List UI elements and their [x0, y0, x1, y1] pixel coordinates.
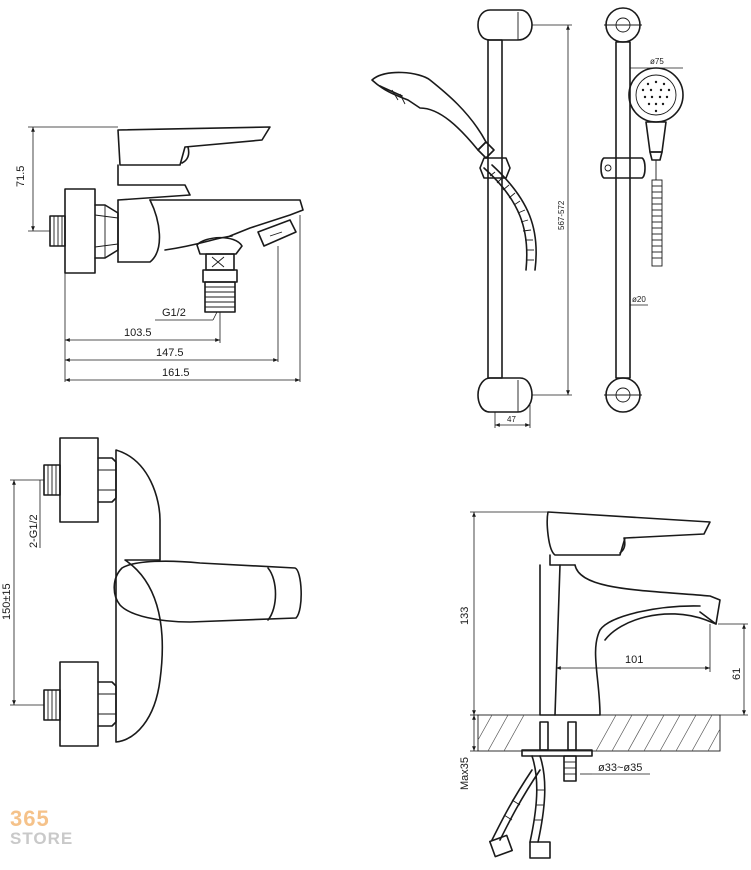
- bath-thread-label: G1/2: [162, 307, 186, 319]
- shower-rail-front-view: ø75 ø20: [600, 7, 684, 413]
- rail-diameter-label: ø20: [632, 295, 646, 304]
- basin-height-label: 133: [459, 607, 471, 625]
- basin-reach-label: 101: [625, 654, 643, 666]
- store-logo: 365 STORE: [10, 806, 100, 849]
- bath-length-1: 103.5: [124, 327, 152, 339]
- bath-mixer-side-view: 71.5 G1/2 103.5 147.5 161.5: [15, 126, 304, 382]
- logo-number: 365: [10, 806, 50, 831]
- basin-mixer-side-view: 133 Max35 101 61 ø33~ø35: [459, 511, 748, 859]
- front-thread-label: 2-G1/2: [28, 514, 40, 548]
- centres-label: 150±15: [1, 583, 13, 620]
- bath-mixer-front-view: 150±15 2-G1/2: [1, 437, 302, 747]
- bath-length-2: 147.5: [156, 347, 184, 359]
- basin-hole-label: ø33~ø35: [598, 762, 642, 774]
- bath-length-3: 161.5: [162, 367, 190, 379]
- bath-height-label: 71.5: [15, 166, 27, 187]
- rail-length-label: 567-572: [557, 200, 566, 230]
- rail-depth-label: 47: [507, 415, 516, 424]
- shower-rail-side-view: 567-572 47: [371, 9, 572, 428]
- basin-spout-height-label: 61: [731, 668, 743, 680]
- logo-text: STORE: [10, 829, 74, 848]
- head-diameter-label: ø75: [650, 57, 664, 66]
- deck-max-label: Max35: [459, 757, 471, 790]
